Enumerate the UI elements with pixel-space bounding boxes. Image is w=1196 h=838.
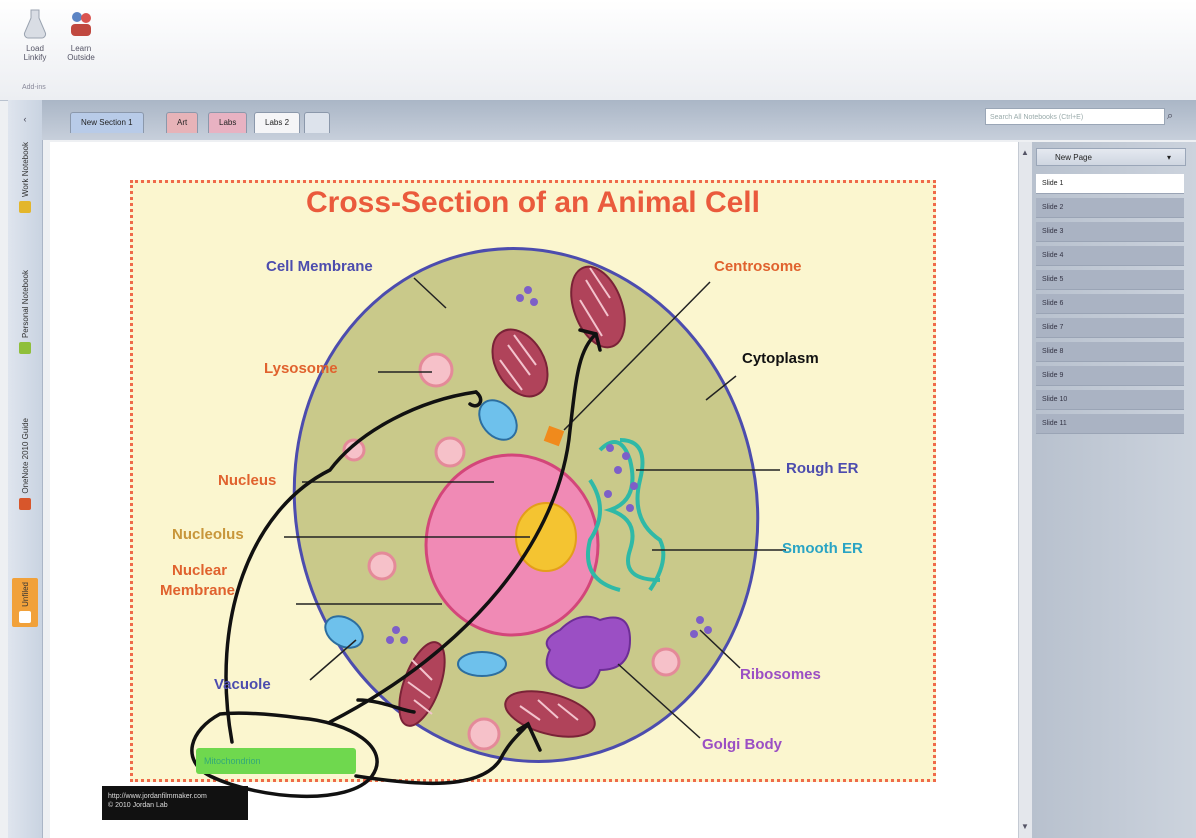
caption-line-2: © 2010 Jordan Lab bbox=[108, 801, 242, 810]
label-nucleolus: Nucleolus bbox=[172, 526, 244, 543]
highlighted-answer[interactable]: Mitochondrion bbox=[196, 748, 356, 774]
label-nuclear-membrane-line2: Membrane bbox=[160, 582, 235, 599]
label-lysosome: Lysosome bbox=[264, 360, 338, 377]
label-nuclear-membrane-line1: Nuclear bbox=[172, 562, 227, 579]
label-vacuole: Vacuole bbox=[214, 676, 271, 693]
label-golgi-body: Golgi Body bbox=[702, 736, 782, 753]
label-smooth-er: Smooth ER bbox=[782, 540, 863, 557]
label-centrosome: Centrosome bbox=[714, 258, 802, 275]
label-ribosomes: Ribosomes bbox=[740, 666, 821, 683]
label-cell-membrane: Cell Membrane bbox=[266, 258, 373, 275]
caption-box: http://www.jordanfilmmaker.com © 2010 Jo… bbox=[102, 786, 248, 820]
label-rough-er: Rough ER bbox=[786, 460, 859, 477]
label-nucleus: Nucleus bbox=[218, 472, 276, 489]
label-cytoplasm: Cytoplasm bbox=[742, 350, 819, 367]
caption-line-1: http://www.jordanfilmmaker.com bbox=[108, 792, 242, 801]
